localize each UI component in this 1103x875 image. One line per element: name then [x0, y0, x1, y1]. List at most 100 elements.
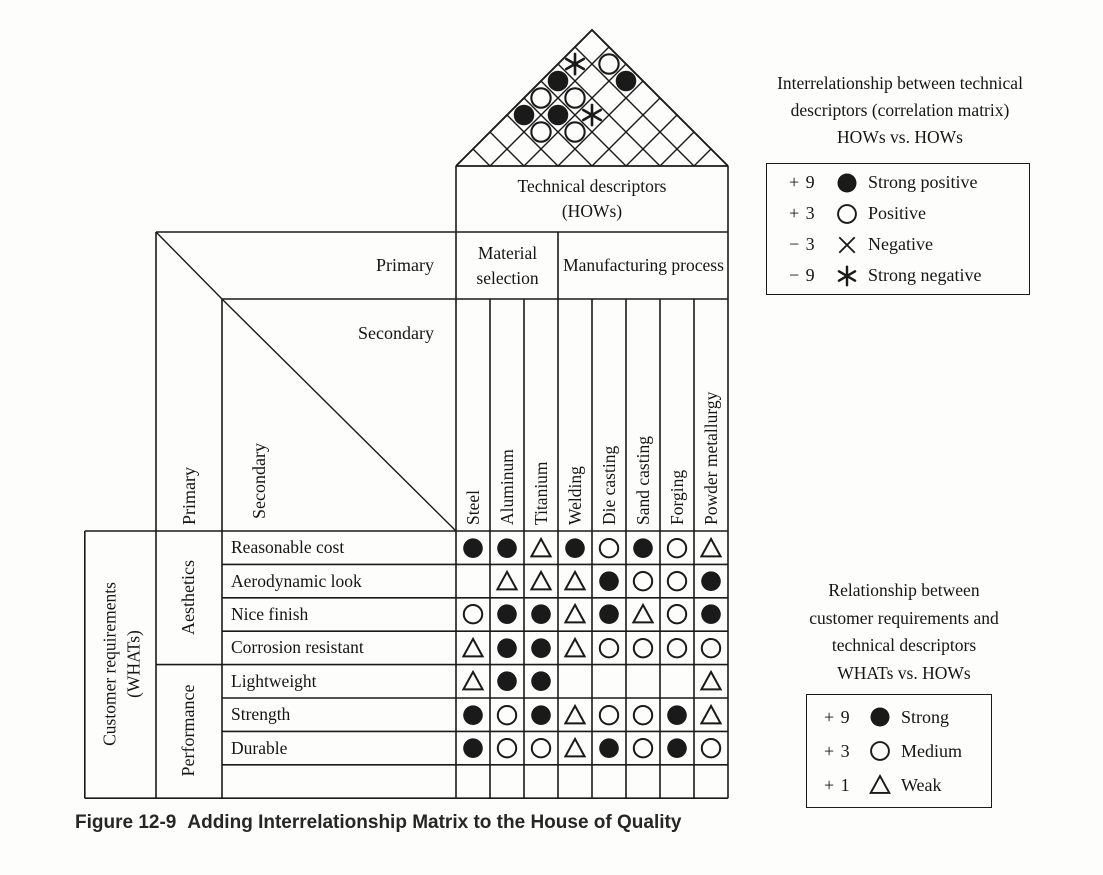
weak-relationship-icon [461, 636, 485, 658]
relationship-cell [592, 531, 626, 564]
roof-correlation-positive [564, 87, 586, 109]
medium-relationship-icon [598, 537, 620, 559]
weak-relationship-icon [699, 670, 723, 691]
strong-relationship-icon [497, 638, 517, 658]
filled-circle-icon [866, 704, 894, 730]
strong-relationship-icon [667, 738, 687, 759]
medium-relationship-icon [632, 704, 654, 726]
figure-caption: Figure 12-9 Adding Interrelationship Mat… [75, 812, 681, 834]
weak-relationship-icon [563, 703, 587, 725]
medium-relationship-icon [632, 571, 654, 592]
relationship-cell [456, 598, 490, 631]
relationship-cell [558, 564, 592, 597]
positive-symbol [564, 121, 586, 143]
strong-negative-symbol [564, 52, 586, 76]
filled-circle-symbol [837, 172, 857, 193]
relationship-cell [626, 665, 660, 698]
legend-item-label: Strong [901, 706, 950, 727]
relationship-cell [558, 731, 592, 764]
roof-correlation-positive [530, 121, 552, 143]
relationship-cell [524, 765, 558, 798]
strong-relationship-icon [667, 705, 687, 725]
column-label-powder-metallurgy: Powder metallurgy [701, 391, 721, 525]
strong-positive-symbol [615, 70, 637, 92]
relationship-cell [694, 698, 728, 731]
weak-relationship-icon [563, 569, 587, 591]
relationship-cell [660, 765, 694, 798]
strong-relationship-icon [599, 571, 619, 592]
legend-item-label: Negative [868, 234, 933, 254]
weak-relationship-icon [699, 670, 723, 691]
row-label-strength: Strength [231, 704, 291, 725]
open-circle-symbol [837, 203, 857, 224]
relationship-cell [524, 598, 558, 631]
medium-relationship-icon [632, 704, 654, 726]
open-triangle-icon [866, 772, 894, 798]
relationship-cell [490, 531, 524, 564]
strong-positive-symbol [547, 104, 569, 126]
row-label-durable: Durable [231, 737, 288, 758]
weak-relationship-icon [529, 569, 553, 591]
medium-relationship-icon [530, 738, 552, 759]
strong-negative-symbol [581, 103, 603, 127]
medium-relationship-icon [666, 571, 688, 592]
relationship-cell [592, 598, 626, 631]
weak-relationship-icon [563, 703, 587, 725]
weak-relationship-icon [461, 670, 485, 691]
relationship-cell [660, 598, 694, 631]
positive-symbol [564, 87, 586, 109]
legend-weight-value: − 3 [789, 234, 816, 254]
relationship-cell [694, 665, 728, 698]
medium-relationship-icon [632, 738, 654, 759]
asterisk-symbol [837, 264, 857, 287]
correlation-legend-title-line: Interrelationship between technical [777, 73, 1023, 93]
strong-relationship-icon [667, 738, 687, 759]
positive-symbol [598, 53, 620, 75]
roof-correlation-strong-negative [581, 103, 603, 127]
open-circle-icon [833, 201, 861, 227]
roof-correlation-strong-positive [547, 104, 569, 126]
relationship-cell [524, 564, 558, 597]
relationship-cell [524, 631, 558, 664]
weak-relationship-icon [699, 536, 723, 558]
customer-requirements-label: Customer requirements (WHATs) [87, 534, 157, 795]
strong-relationship-icon [633, 538, 653, 558]
relationship-cell [626, 531, 660, 564]
strong-relationship-icon [599, 738, 619, 759]
strong-relationship-icon [531, 671, 551, 692]
relationship-cell [694, 731, 728, 764]
strong-relationship-icon [701, 604, 721, 625]
strong-relationship-icon [497, 604, 517, 625]
relationship-cell [456, 531, 490, 564]
technical-descriptors-line1: Technical descriptors [517, 176, 667, 196]
strong-relationship-icon [497, 671, 517, 692]
primary-rotated-label: Primary [179, 467, 199, 525]
medium-relationship-icon [666, 537, 688, 559]
positive-symbol [530, 121, 552, 143]
relationship-cell [558, 698, 592, 731]
medium-relationship-icon [666, 637, 688, 659]
relationship-cell [456, 665, 490, 698]
strong-relationship-icon [599, 604, 619, 625]
technical-descriptors-line2: (HOWs) [561, 201, 623, 221]
relationship-cell [660, 531, 694, 564]
medium-relationship-icon [462, 604, 484, 625]
strong-relationship-icon [531, 705, 551, 725]
column-label-aluminum: Aluminum [497, 449, 517, 525]
strong-positive-symbol [513, 104, 535, 126]
relationship-cell [660, 631, 694, 664]
strong-relationship-icon [497, 671, 517, 692]
legend-item-label: Positive [868, 203, 927, 223]
strong-relationship-icon [599, 738, 619, 759]
relationship-cell [490, 631, 524, 664]
relationship-cell [626, 631, 660, 664]
column-label-die-casting: Die casting [599, 445, 619, 525]
strong-relationship-icon [463, 538, 483, 558]
strong-relationship-icon [531, 638, 551, 658]
weak-relationship-icon [529, 569, 553, 591]
relationship-cell [524, 698, 558, 731]
